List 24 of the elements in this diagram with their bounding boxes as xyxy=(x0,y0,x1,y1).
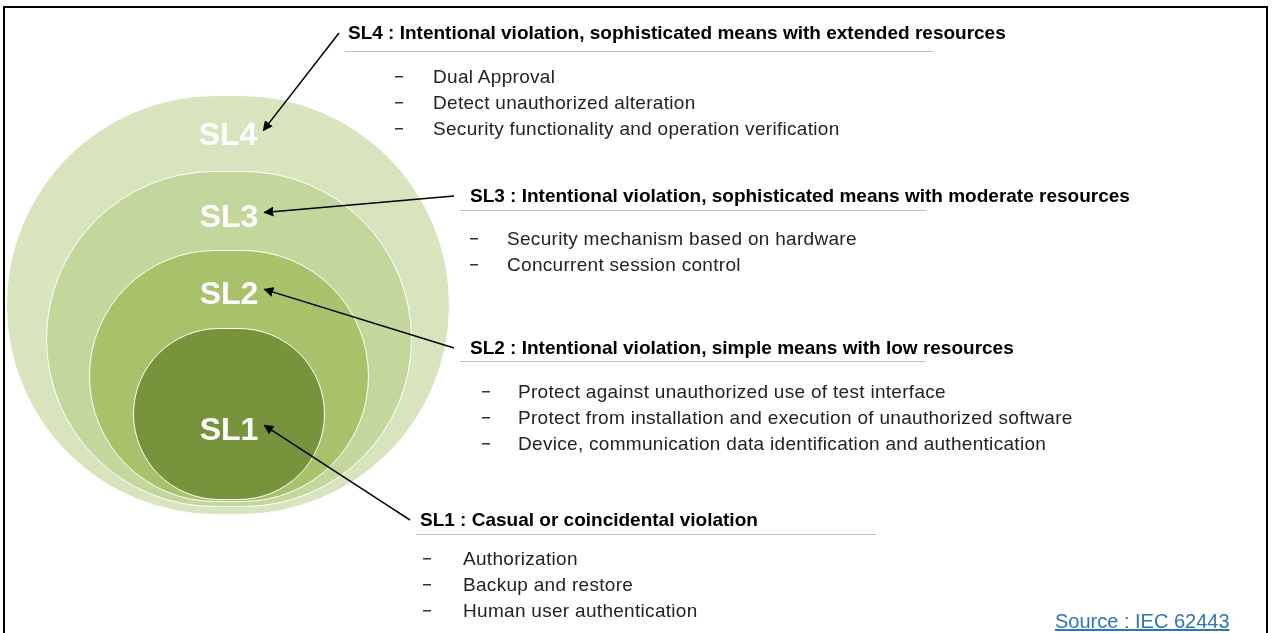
level-label: SL1 xyxy=(199,411,259,447)
requirement-item: Backup and restore xyxy=(463,573,634,597)
level-label: SL3 xyxy=(199,198,259,234)
arrow xyxy=(262,32,340,132)
source-link: Source : IEC 62443 xyxy=(1055,609,1230,633)
level-heading: SL1 : Casual or coincidental violation xyxy=(420,508,758,532)
level-label: SL2 xyxy=(199,275,259,311)
requirement-item: Protect against unauthorized use of test interface xyxy=(518,380,946,404)
requirement-item: Protect from installation and execution of unauthorized software xyxy=(518,406,1073,430)
level-heading: SL2 : Intentional violation, simple means with low resources xyxy=(470,336,1014,360)
requirement-item: Authorization xyxy=(463,547,578,571)
arrow xyxy=(263,424,411,521)
requirement-item: Security mechanism based on hardware xyxy=(507,227,857,251)
requirement-item: Concurrent session control xyxy=(507,253,741,277)
requirement-item: Device, communication data identification and authentication xyxy=(518,432,1047,456)
requirement-item: Detect unauthorized alteration xyxy=(433,91,696,115)
level-heading: SL3 : Intentional violation, sophisticated means with moderate resources xyxy=(470,184,1130,208)
arrow xyxy=(263,287,455,349)
requirement-item: Security functionality and operation verification xyxy=(433,117,840,141)
requirement-item: Human user authentication xyxy=(463,599,698,623)
level-heading: SL4 : Intentional violation, sophisticated means with extended resources xyxy=(348,21,1006,45)
requirement-item: Dual Approval xyxy=(433,65,556,89)
level-label: SL4 xyxy=(198,116,258,152)
arrow xyxy=(263,195,455,217)
